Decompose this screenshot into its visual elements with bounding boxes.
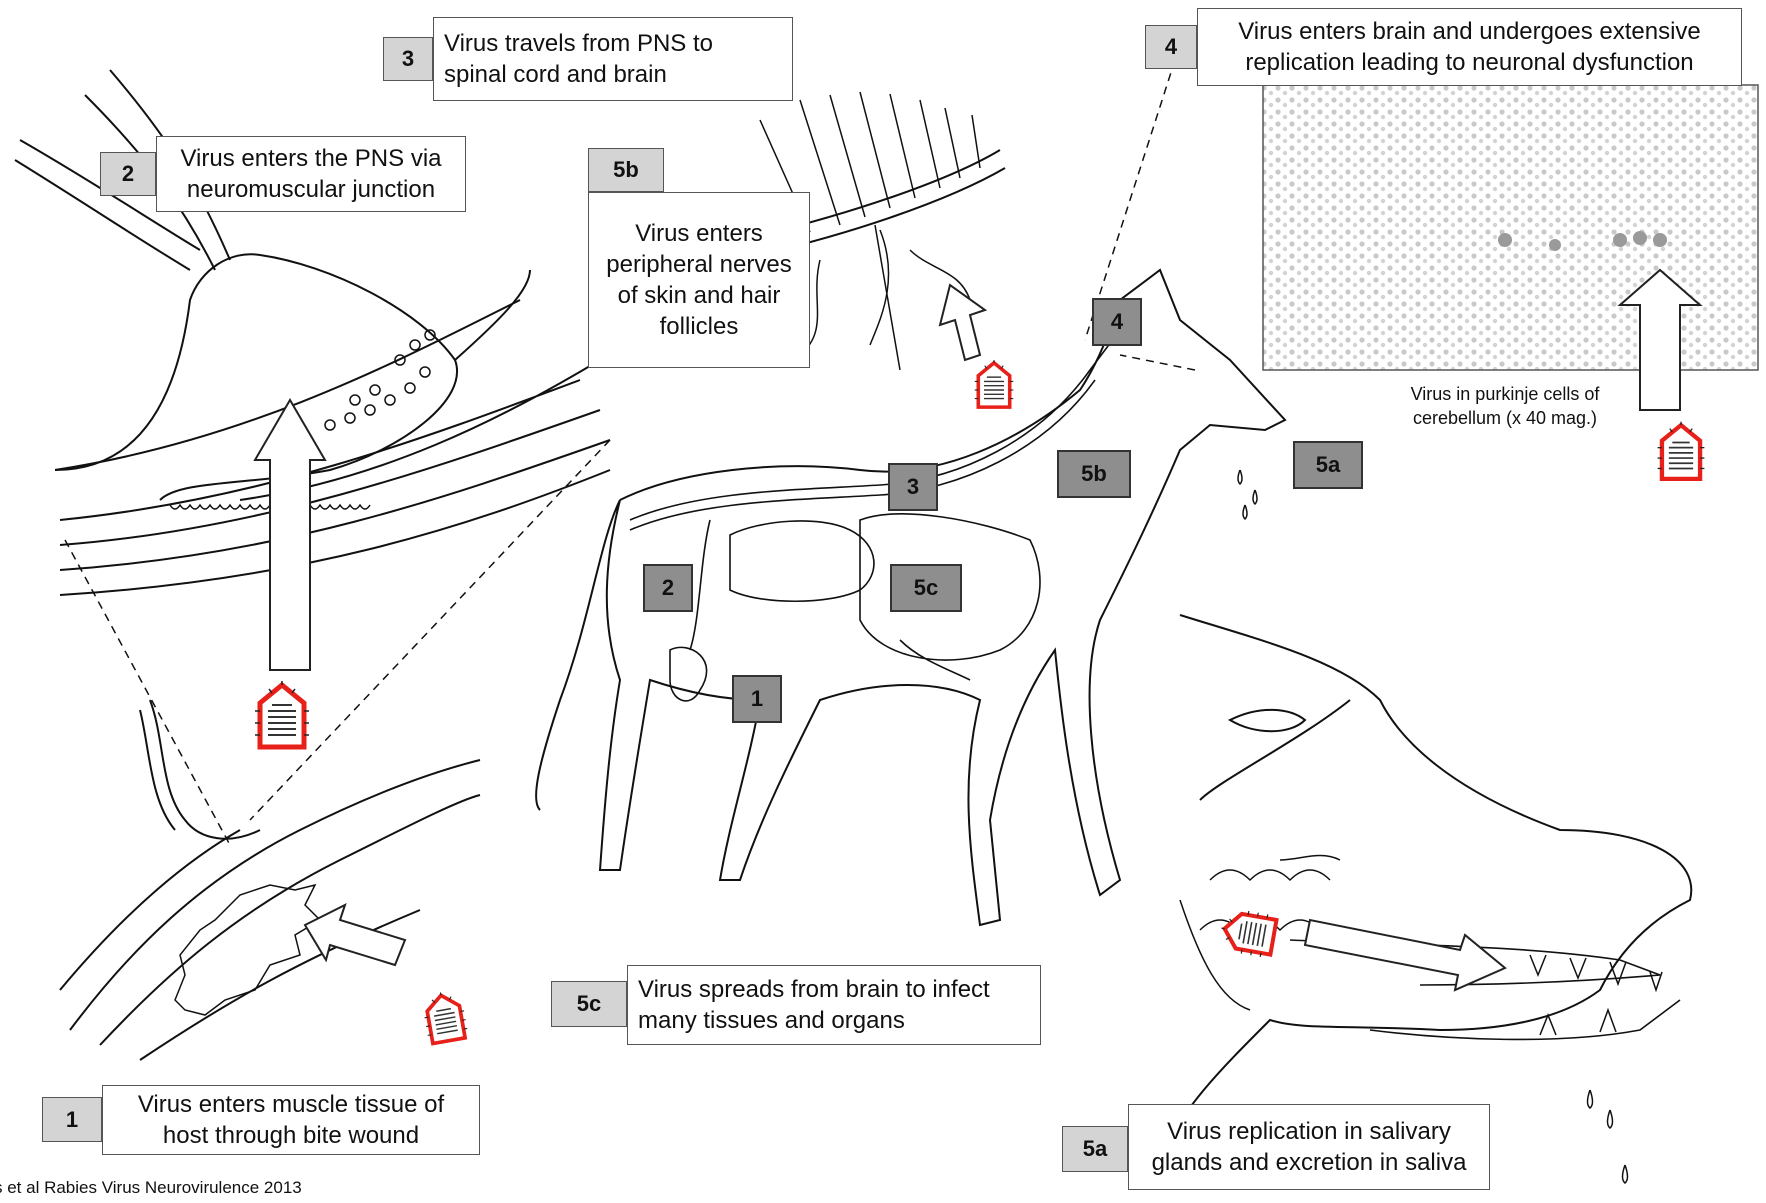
callout-5a: 5a Virus replication in salivary glands … <box>1062 1104 1490 1190</box>
callout-number: 5b <box>588 148 664 192</box>
callout-number: 4 <box>1145 25 1197 69</box>
tag-5b: 5b <box>1057 450 1131 498</box>
virion-nmj <box>255 681 309 747</box>
nerve-ending <box>140 700 260 839</box>
tag-2: 2 <box>643 564 693 612</box>
callout-text: Virus enters muscle tissue of host throu… <box>102 1085 480 1155</box>
dog-teeth <box>1530 955 1662 1035</box>
callout-text: Virus enters brain and undergoes extensi… <box>1197 8 1742 86</box>
virion-mouth <box>1218 907 1277 959</box>
synaptic-vesicles <box>325 330 435 430</box>
callout-2: 2 Virus enters the PNS via neuromuscular… <box>100 136 466 212</box>
tag-5a: 5a <box>1293 441 1363 489</box>
tag-4: 4 <box>1092 298 1142 346</box>
callout-3: 3 Virus travels from PNS to spinal cord … <box>383 17 793 101</box>
drool-drops <box>1588 1090 1628 1183</box>
virion-skin <box>975 360 1014 407</box>
virion-wound <box>421 989 469 1044</box>
tag-5c: 5c <box>890 564 962 612</box>
callout-number: 2 <box>100 152 156 196</box>
callout-text: Virus enters peripheral nerves of skin a… <box>588 192 810 368</box>
organs <box>730 514 1040 680</box>
callout-4: 4 Virus enters brain and undergoes exten… <box>1145 8 1742 86</box>
callout-1: 1 Virus enters muscle tissue of host thr… <box>42 1085 480 1155</box>
arrow-skin <box>940 285 985 360</box>
junction-cell <box>55 254 457 500</box>
callout-number: 1 <box>42 1097 102 1142</box>
micrograph-image <box>1263 85 1758 370</box>
dog-head <box>1160 615 1691 1160</box>
skin-nerves <box>800 230 970 355</box>
arrow-up-nmj <box>255 400 325 670</box>
callout-number: 5a <box>1062 1126 1128 1172</box>
callout-text: Virus spreads from brain to infect many … <box>627 965 1041 1045</box>
dog-eye <box>1230 710 1305 731</box>
tag-1: 1 <box>732 675 782 723</box>
wound-muscle <box>60 760 480 1060</box>
callout-5b: 5b Virus enters peripheral nerves of ski… <box>588 148 810 368</box>
callout-text: Virus replication in salivary glands and… <box>1128 1104 1490 1190</box>
muscle-fibers <box>55 270 610 595</box>
arrow-saliva <box>1305 920 1505 990</box>
salivary-drops <box>1238 470 1257 519</box>
callout-text: Virus enters the PNS via neuromuscular j… <box>156 136 466 212</box>
image-credit: s et al Rabies Virus Neurovirulence 2013 <box>0 1178 302 1198</box>
micrograph-caption: Virus in purkinje cells of cerebellum (x… <box>1385 382 1625 430</box>
callout-number: 5c <box>551 981 627 1027</box>
virion-brain <box>1658 422 1705 479</box>
callout-number: 3 <box>383 37 433 81</box>
tag-3: 3 <box>888 463 938 511</box>
wound <box>175 885 320 1015</box>
callout-5c: 5c Virus spreads from brain to infect ma… <box>551 965 1041 1045</box>
callout-text: Virus travels from PNS to spinal cord an… <box>433 17 793 101</box>
